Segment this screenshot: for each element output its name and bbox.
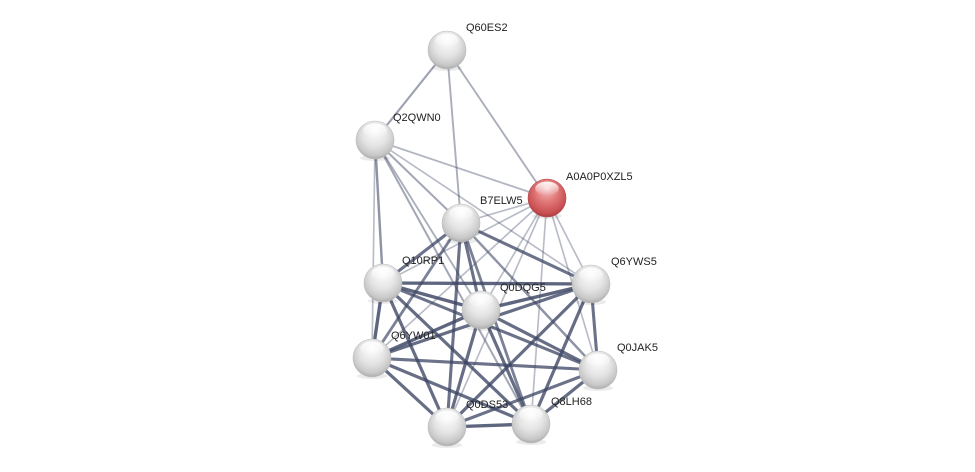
edge-q10rp1-q6yws5 xyxy=(381,281,593,286)
node-b7elw5[interactable]: B7ELW5 xyxy=(441,195,523,244)
edge-q60es2-b7elw5 xyxy=(446,49,462,224)
node-q0dqg5[interactable]: Q0DQG5 xyxy=(461,282,546,331)
node-a0a0p0xzl5[interactable]: A0A0P0XZL5 xyxy=(527,171,633,219)
node-highlight xyxy=(519,407,543,422)
edge-b7elw5-q0jak5 xyxy=(459,221,600,372)
node-label-q60es2: Q60ES2 xyxy=(466,22,508,34)
edge-b7elw5-q6yws5 xyxy=(459,221,593,286)
node-q0ds53[interactable]: Q0DS53 xyxy=(427,399,508,448)
edge-q2qwn0-q0dqg5 xyxy=(374,139,482,311)
node-highlight xyxy=(371,266,395,281)
node-label-q0ds53: Q0DS53 xyxy=(466,399,508,411)
node-label-q10rp1: Q10RP1 xyxy=(402,255,444,267)
edge-q0jak5-q0ds53 xyxy=(445,368,600,429)
edge-q6yw01-q8lh68 xyxy=(370,356,533,426)
node-q8lh68[interactable]: Q8LH68 xyxy=(511,396,592,445)
node-label-q6yw01: Q6YW01 xyxy=(391,330,436,342)
edge-q0dqg5-q6yw01 xyxy=(370,308,483,360)
node-q0jak5[interactable]: Q0JAK5 xyxy=(578,342,658,391)
edge-q6yws5-q0ds53 xyxy=(445,282,593,429)
node-highlight xyxy=(435,410,459,425)
edge-a0a0p0xzl5-q0dqg5 xyxy=(480,197,548,311)
node-q6yw01[interactable]: Q6YW01 xyxy=(352,330,436,379)
node-highlight xyxy=(469,293,493,308)
edge-a0a0p0xzl5-q8lh68 xyxy=(530,197,548,425)
node-highlight xyxy=(586,353,610,368)
edge-q60es2-a0a0p0xzl5 xyxy=(446,49,548,199)
edge-q2qwn0-q6yws5 xyxy=(374,139,592,285)
node-highlight xyxy=(435,33,459,48)
edge-a0a0p0xzl5-q6yw01 xyxy=(371,197,548,359)
edge-q10rp1-q0ds53 xyxy=(381,281,449,429)
edge-q2qwn0-q6yw01 xyxy=(371,139,376,359)
edge-q2qwn0-b7elw5 xyxy=(373,138,463,225)
node-label-q0jak5: Q0JAK5 xyxy=(617,342,658,354)
edge-q0dqg5-q8lh68 xyxy=(479,308,533,426)
node-label-q6yws5: Q6YWS5 xyxy=(611,256,657,268)
node-highlight xyxy=(360,341,384,356)
edge-q10rp1-q8lh68 xyxy=(381,281,533,426)
node-highlight xyxy=(363,123,387,138)
node-highlight xyxy=(449,206,473,221)
node-q10rp1[interactable]: Q10RP1 xyxy=(363,255,444,304)
edges-layer xyxy=(370,48,600,429)
node-label-q2qwn0: Q2QWN0 xyxy=(393,112,441,124)
node-label-q0dqg5: Q0DQG5 xyxy=(500,282,546,294)
edge-b7elw5-q0ds53 xyxy=(445,221,463,429)
edge-q2qwn0-q10rp1 xyxy=(373,138,385,285)
node-q6yws5[interactable]: Q6YWS5 xyxy=(571,256,657,305)
edge-q0dqg5-q0ds53 xyxy=(445,308,483,429)
node-highlight xyxy=(535,181,559,196)
edge-b7elw5-q8lh68 xyxy=(459,221,533,426)
edge-q6yws5-q8lh68 xyxy=(529,282,593,426)
edge-q2qwn0-a0a0p0xzl5 xyxy=(374,139,548,199)
node-q60es2[interactable]: Q60ES2 xyxy=(427,22,508,71)
node-label-b7elw5: B7ELW5 xyxy=(480,195,523,207)
node-label-a0a0p0xzl5: A0A0P0XZL5 xyxy=(566,171,633,183)
node-label-q8lh68: Q8LH68 xyxy=(551,396,592,408)
node-highlight xyxy=(579,267,603,282)
edge-q0dqg5-q0jak5 xyxy=(479,308,600,372)
node-q2qwn0[interactable]: Q2QWN0 xyxy=(355,112,441,161)
edge-q6yw01-q0jak5 xyxy=(370,356,600,372)
